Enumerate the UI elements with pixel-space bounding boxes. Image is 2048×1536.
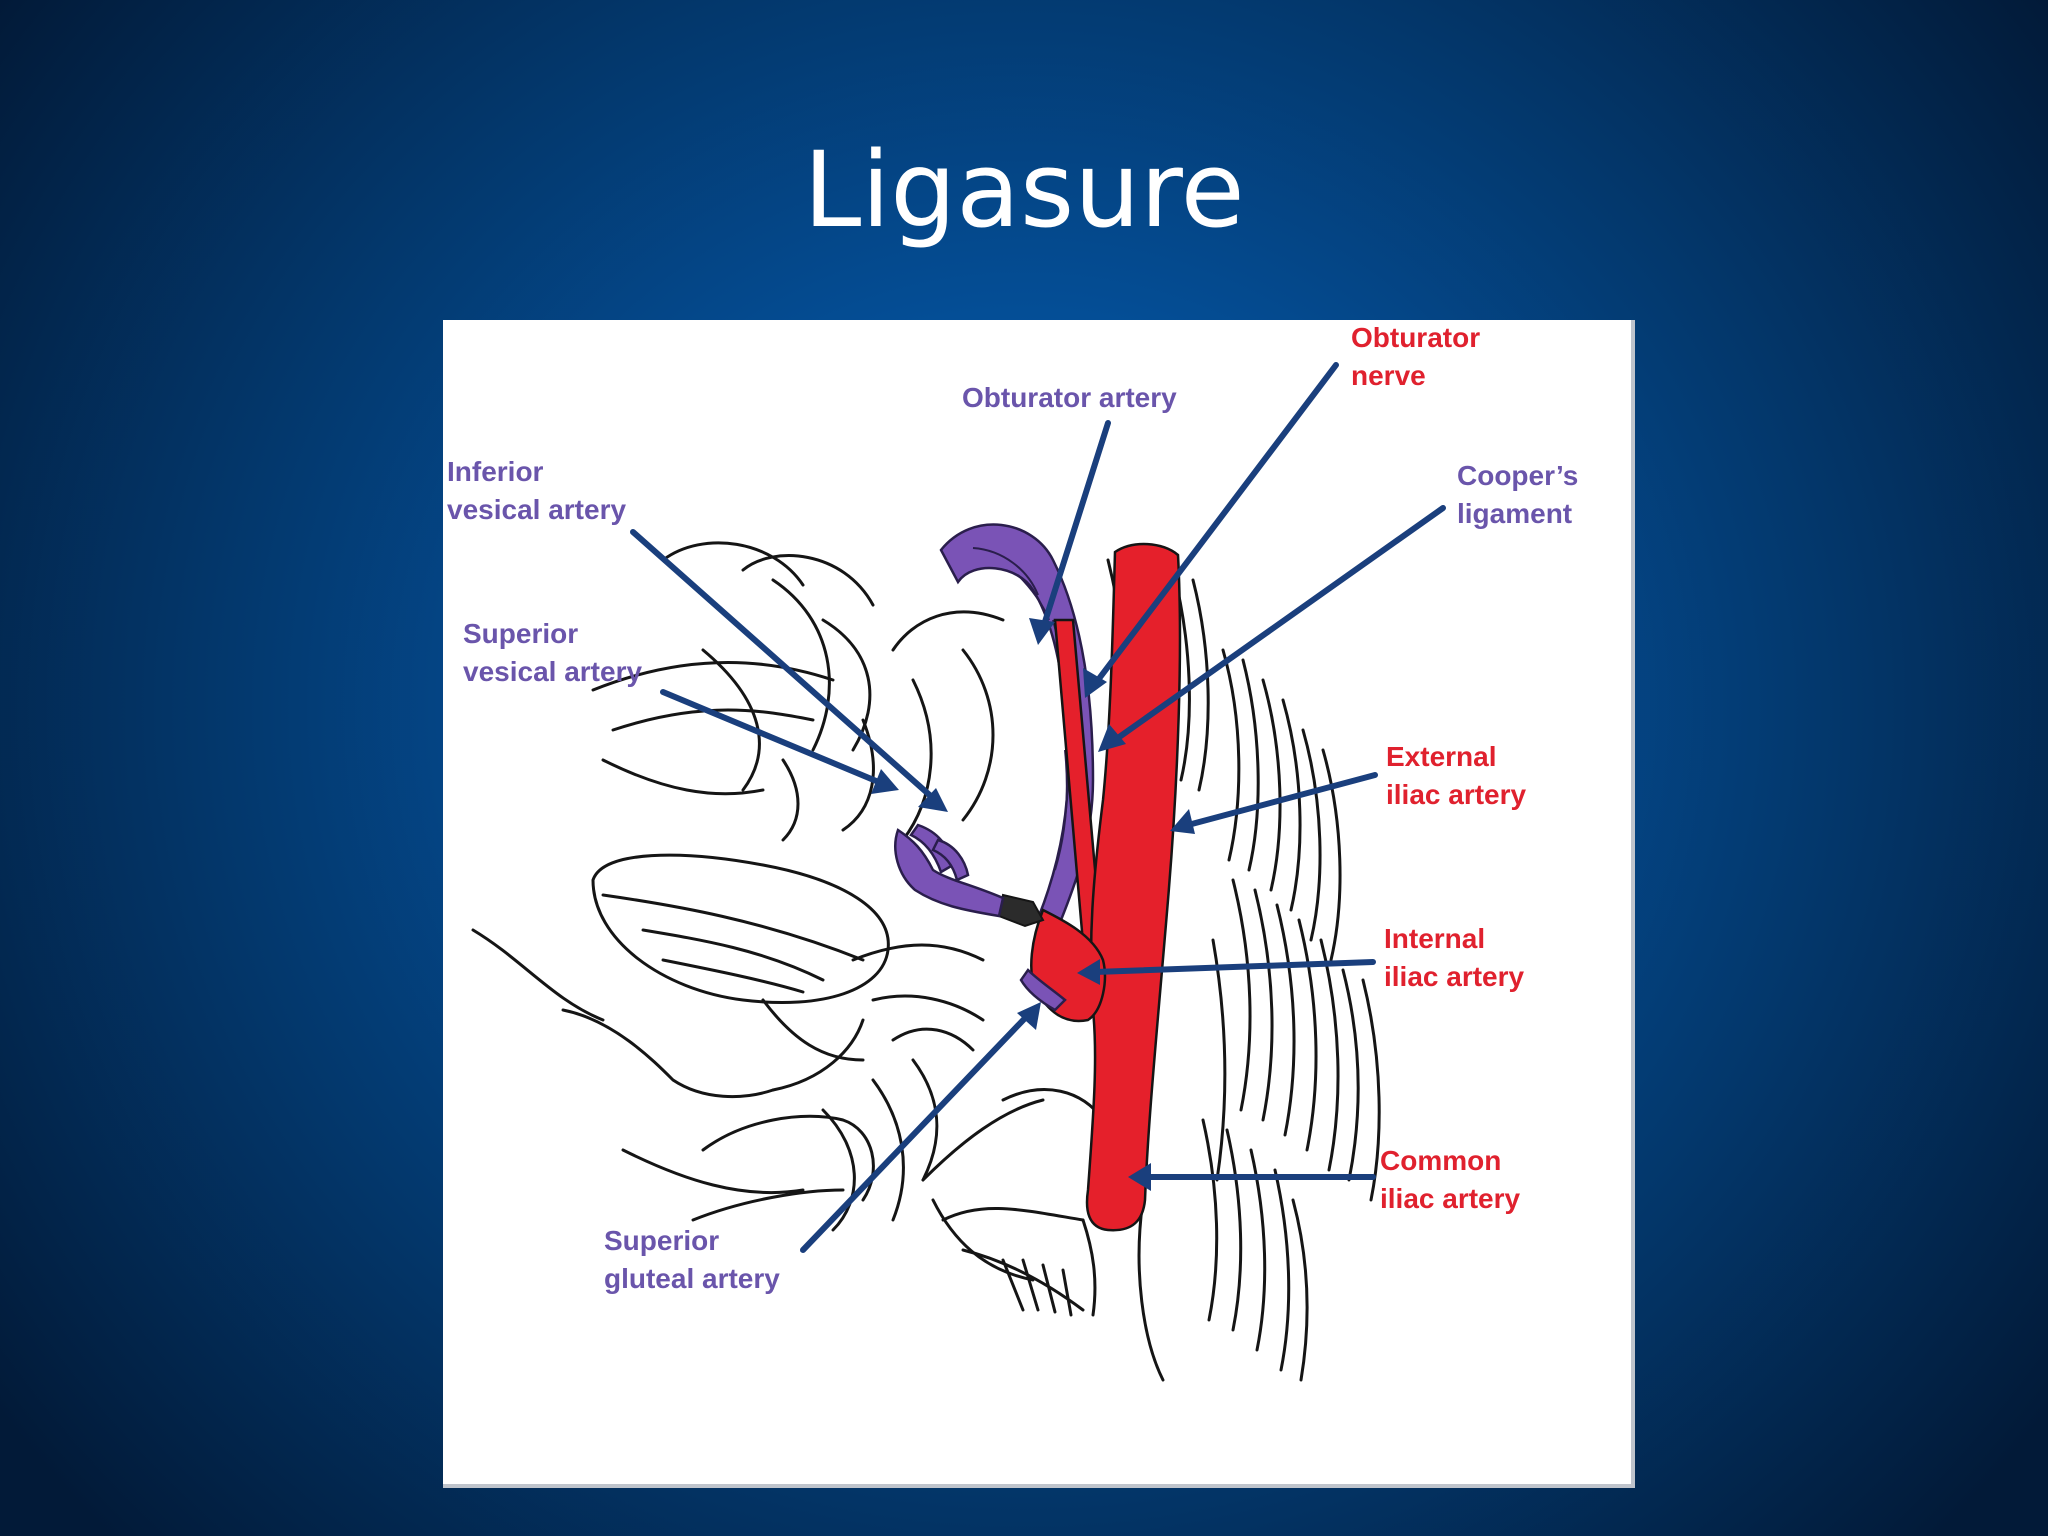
label-superior-vesical-artery: Superior vesical artery (463, 618, 642, 687)
label-obturator-nerve: Obturator nerve (1351, 322, 1480, 391)
label-obturator-artery: Obturator artery (962, 382, 1177, 413)
label-superior-gluteal-artery: Superior gluteal artery (604, 1225, 780, 1294)
label-coopers-ligament-line1: Cooper’s (1457, 460, 1578, 491)
vesical-artery-branches (894, 823, 1067, 1012)
slide-title: Ligasure (803, 129, 1245, 251)
label-inferior-vesical-artery-line2: vesical artery (447, 494, 626, 525)
external-iliac-artery-vessel (1085, 542, 1182, 1232)
label-superior-vesical-artery-line2: vesical artery (463, 656, 642, 687)
label-common-iliac-artery-line1: Common (1380, 1145, 1501, 1176)
label-coopers-ligament-line2: ligament (1457, 498, 1572, 529)
label-inferior-vesical-artery-line1: Inferior (447, 456, 544, 487)
label-obturator-nerve-line2: nerve (1351, 360, 1426, 391)
pelvic-sketch-lines (471, 541, 1381, 1382)
label-internal-iliac-artery: Internal iliac artery (1384, 923, 1525, 992)
label-superior-gluteal-artery-line1: Superior (604, 1225, 719, 1256)
pointer-arrows (630, 362, 1446, 1253)
label-external-iliac-artery: External iliac artery (1386, 741, 1527, 810)
ligasure-clamp-segment (997, 893, 1045, 928)
label-obturator-artery-line1: Obturator artery (962, 382, 1177, 413)
label-common-iliac-artery: Common iliac artery (1380, 1145, 1521, 1214)
label-obturator-nerve-line1: Obturator (1351, 322, 1480, 353)
label-superior-gluteal-artery-line2: gluteal artery (604, 1263, 780, 1294)
label-internal-iliac-artery-line2: iliac artery (1384, 961, 1525, 992)
anatomy-figure: Obturator nerve Obturator artery Inferio… (443, 320, 1635, 1488)
label-external-iliac-artery-line2: iliac artery (1386, 779, 1527, 810)
label-coopers-ligament: Cooper’s ligament (1457, 460, 1578, 529)
label-external-iliac-artery-line1: External (1386, 741, 1497, 772)
label-superior-vesical-artery-line1: Superior (463, 618, 578, 649)
label-common-iliac-artery-line2: iliac artery (1380, 1183, 1521, 1214)
label-internal-iliac-artery-line1: Internal (1384, 923, 1485, 954)
label-inferior-vesical-artery: Inferior vesical artery (447, 456, 626, 525)
pelvic-vessels-diagram: Obturator nerve Obturator artery Inferio… (447, 322, 1578, 1382)
